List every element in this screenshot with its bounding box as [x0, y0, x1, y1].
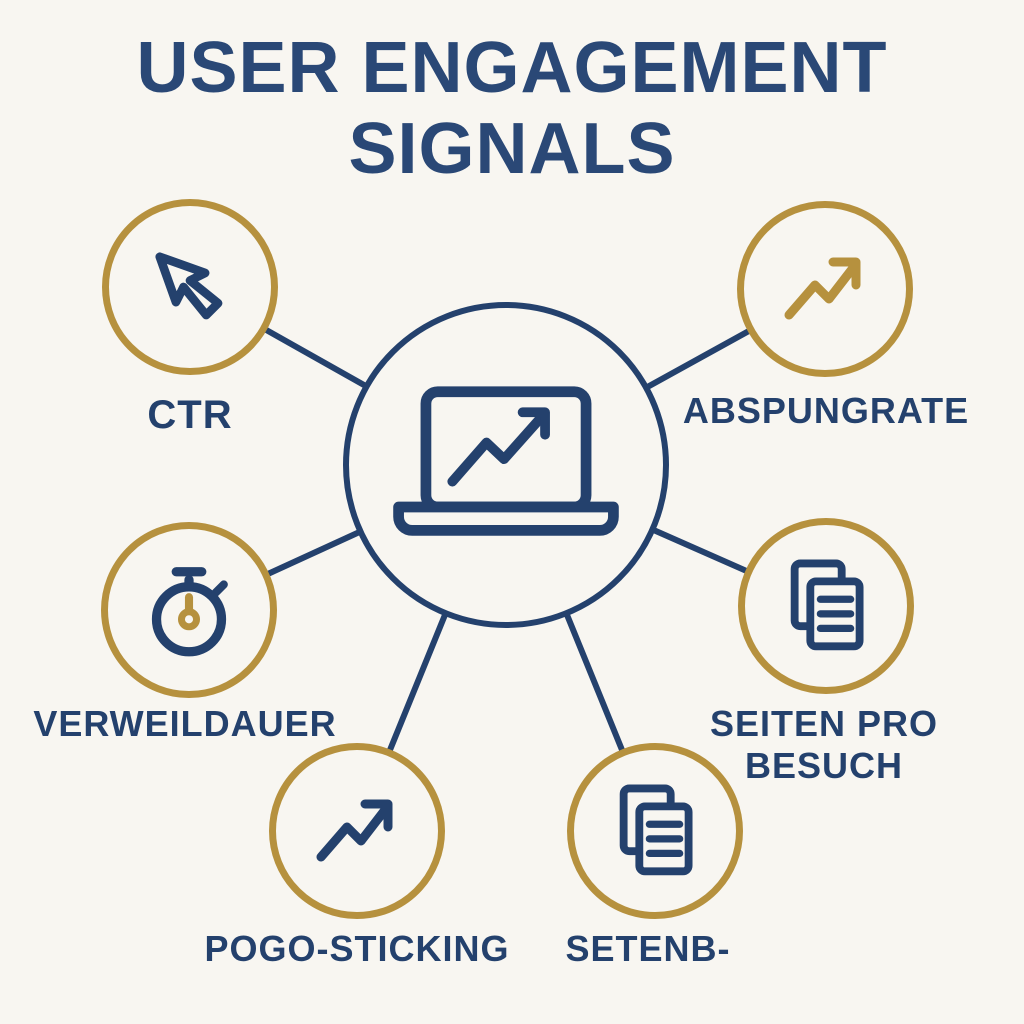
- documents-icon: [790, 559, 864, 651]
- node-absprungrate-circle: [737, 201, 913, 377]
- node-ctr-circle: [102, 199, 278, 375]
- node-setenb-label: SETENB-: [565, 928, 731, 969]
- laptop-trend-chart-icon: [393, 386, 619, 536]
- page-title-line2: SIGNALS: [348, 108, 676, 189]
- trend-up-arrow-icon: [316, 799, 393, 862]
- stopwatch-icon: [151, 567, 228, 657]
- node-verweildauer-circle: [101, 522, 277, 698]
- documents-icon: [619, 784, 693, 876]
- trend-up-arrow-icon: [784, 257, 861, 320]
- page-title-line1: USER ENGAGEMENT: [136, 28, 888, 108]
- node-ctr-label: CTR: [147, 393, 233, 437]
- node-absprungrate-label: ABSPUNGRATE: [682, 390, 970, 431]
- node-verweildauer-label: VERWEILDAUER: [33, 703, 337, 744]
- cursor-arrow-icon: [155, 252, 223, 320]
- page-title: USER ENGAGEMENT SIGNALS: [0, 28, 1024, 189]
- node-seiten-label: SEITEN PRO BESUCH: [709, 703, 939, 787]
- node-pogo-circle: [269, 743, 445, 919]
- node-seiten-circle: [738, 518, 914, 694]
- node-pogo-label: POGO-STICKING: [204, 928, 510, 969]
- hub-circle: [343, 302, 669, 628]
- node-setenb-circle: [567, 743, 743, 919]
